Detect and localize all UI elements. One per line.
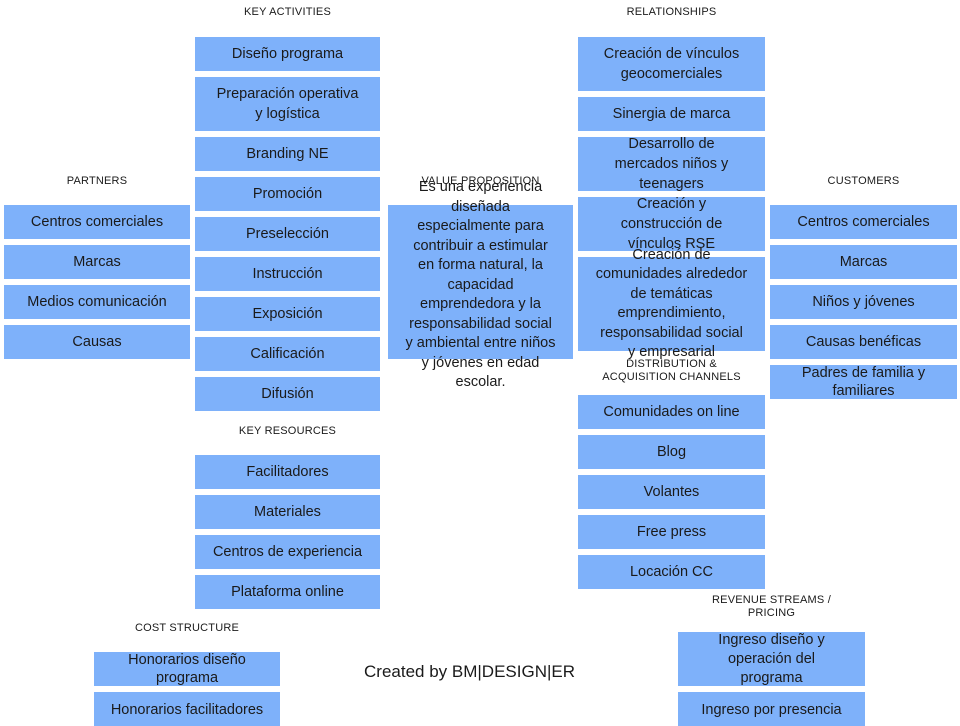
- partner-box: Marcas: [4, 245, 190, 279]
- channel-box: Comunidades on line: [578, 395, 765, 429]
- partner-box: Centros comerciales: [4, 205, 190, 239]
- key-resource-box: Centros de experiencia: [195, 535, 380, 569]
- key-resources-header: KEY RESOURCES: [238, 425, 337, 437]
- relationship-box: Creación y construcción de vínculos RSE: [578, 196, 765, 252]
- relationship-box: Desarrollo de mercados niños y teenagers: [578, 136, 765, 192]
- value-proposition-header: VALUE PROPOSITION: [421, 175, 540, 187]
- channel-box: Locación CC: [578, 555, 765, 589]
- cost-structure-header: COST STRUCTURE: [134, 622, 240, 634]
- relationship-box: Creación de comunidades alrededor de tem…: [578, 247, 765, 360]
- revenue-header: REVENUE STREAMS / PRICING: [712, 594, 831, 619]
- relationships-header: RELATIONSHIPS: [626, 6, 717, 18]
- partner-box: Medios comunicación: [4, 285, 190, 319]
- value-proposition-text: Es una experiencia diseñada especialment…: [405, 179, 556, 390]
- key-resource-box: Facilitadores: [195, 455, 380, 489]
- customer-box: Niños y jóvenes: [770, 285, 957, 319]
- channel-box: Volantes: [578, 475, 765, 509]
- key-activity-box: Diseño programa: [195, 37, 380, 71]
- key-activity-box: Promoción: [195, 177, 380, 211]
- customer-box: Padres de familia y familiares: [770, 365, 957, 399]
- distribution-header: DISTRIBUTION & ACQUISITION CHANNELS: [602, 358, 741, 383]
- channel-box: Free press: [578, 515, 765, 549]
- key-activity-box: Preselección: [195, 217, 380, 251]
- key-activities-header: KEY ACTIVITIES: [244, 6, 331, 18]
- customers-header: CUSTOMERS: [827, 175, 900, 187]
- key-resource-box: Materiales: [195, 495, 380, 529]
- key-resource-box: Plataforma online: [195, 575, 380, 609]
- key-activity-box: Branding NE: [195, 137, 380, 171]
- channel-box: Blog: [578, 435, 765, 469]
- relationship-box: Sinergia de marca: [578, 97, 765, 131]
- customer-box: Marcas: [770, 245, 957, 279]
- customer-box: Causas benéficas: [770, 325, 957, 359]
- relationship-box: Creación de vínculos geocomerciales: [578, 37, 765, 91]
- credit-text: Created by BM|DESIGN|ER: [364, 662, 576, 681]
- customer-box: Centros comerciales: [770, 205, 957, 239]
- key-activity-box: Instrucción: [195, 257, 380, 291]
- key-activity-box: Preparación operativa y logística: [195, 77, 380, 131]
- partner-box: Causas: [4, 325, 190, 359]
- cost-box: Honorarios facilitadores: [94, 692, 280, 726]
- key-activity-box: Difusión: [195, 377, 380, 411]
- cost-box: Honorarios diseño programa: [94, 652, 280, 686]
- partners-header: PARTNERS: [66, 175, 128, 187]
- revenue-box: Ingreso por presencia: [678, 692, 865, 726]
- value-proposition-box: [388, 205, 573, 359]
- key-activity-box: Calificación: [195, 337, 380, 371]
- revenue-box: Ingreso diseño y operación del programa: [678, 632, 865, 686]
- key-activity-box: Exposición: [195, 297, 380, 331]
